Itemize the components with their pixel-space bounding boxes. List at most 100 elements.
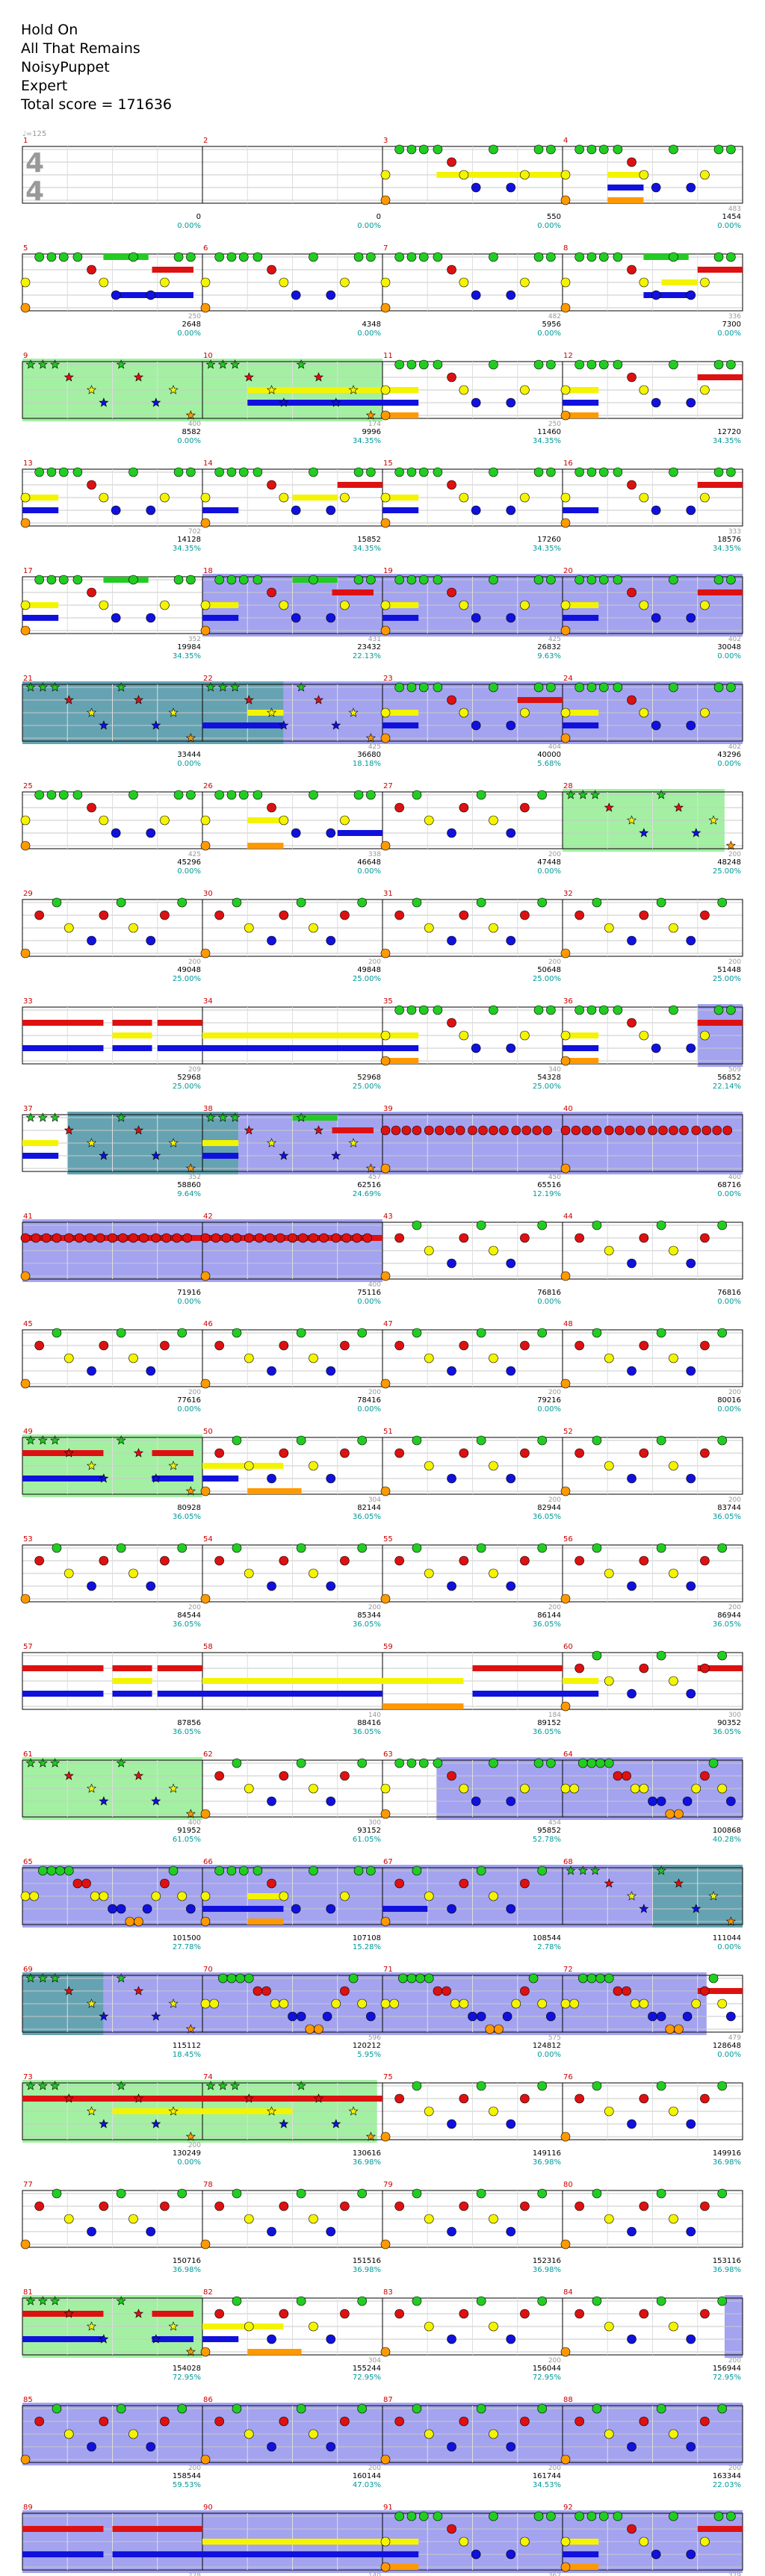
sustain-red (332, 589, 374, 595)
note-green (669, 144, 678, 155)
note-red (244, 1233, 254, 1243)
note-green (173, 467, 184, 477)
measure-score: 62516 (357, 1181, 381, 1189)
note-red (700, 910, 710, 920)
note-green (253, 467, 263, 477)
note-green (592, 897, 602, 908)
measure-percent: 59.53% (173, 2481, 201, 2489)
note-orange (380, 303, 391, 313)
measure-percent: 36.05% (173, 1620, 201, 1629)
note-orange (380, 1486, 391, 1496)
note-green (537, 1435, 548, 1446)
note-blue (87, 1366, 96, 1376)
measure-percent: 0.00% (177, 2158, 201, 2167)
note-green (546, 1758, 556, 1768)
note-red (340, 2201, 350, 2211)
note-green (418, 1005, 429, 1015)
note-yellow (424, 1353, 434, 1363)
measure-number: 12 (563, 352, 573, 360)
note-green (296, 1758, 306, 1768)
note-green (52, 1543, 62, 1553)
note-green (546, 1005, 556, 1015)
note-green (656, 2296, 666, 2306)
measure-percent: 34.53% (533, 2481, 561, 2489)
star-note (25, 359, 36, 369)
note-red (340, 1555, 350, 1566)
note-blue (471, 397, 481, 408)
star-note (365, 2131, 376, 2141)
star-note (313, 695, 323, 705)
note-red (574, 2201, 584, 2211)
note-green (717, 897, 728, 908)
note-red (279, 2201, 289, 2211)
note-red (267, 587, 276, 598)
sustain-red (152, 1450, 193, 1456)
sustain-red (697, 2526, 743, 2532)
note-blue (627, 935, 637, 946)
note-blue (506, 2226, 516, 2237)
star-note (50, 1112, 61, 1122)
measure-percent: 25.00% (533, 1083, 561, 1091)
note-orange (560, 410, 571, 421)
note-yellow (380, 1030, 391, 1041)
sustain-orange (382, 412, 419, 418)
note-green (244, 1973, 254, 1984)
note-green (217, 1973, 228, 1984)
measure-percent: 0.00% (177, 867, 201, 876)
measure-percent: 0.00% (357, 329, 381, 338)
measure-note-count: 450 (548, 1174, 561, 1181)
note-green (592, 1543, 602, 1553)
star-note (87, 1461, 96, 1470)
note-green (669, 252, 678, 262)
song-title: Hold On (21, 22, 78, 38)
note-green (533, 2511, 544, 2521)
note-yellow (489, 1891, 498, 1901)
note-red (447, 695, 456, 705)
note-yellow (639, 277, 649, 288)
star-note (205, 682, 216, 692)
star-note (87, 1783, 96, 1793)
measure-score: 100868 (713, 1827, 741, 1835)
note-green (598, 252, 609, 262)
note-blue (267, 2226, 276, 2237)
note-yellow (128, 1353, 138, 1363)
measure-note-count: 352 (188, 1174, 201, 1181)
note-red (468, 1125, 477, 1136)
note-green (537, 2296, 548, 2306)
note-red (459, 802, 469, 813)
note-green (537, 1866, 548, 1876)
note-red (520, 910, 530, 920)
note-green (46, 790, 57, 800)
note-yellow (569, 1998, 579, 2009)
sustain-red (202, 2096, 382, 2102)
note-blue (627, 2442, 637, 2452)
measure-score: 14128 (177, 536, 201, 544)
star-note (185, 410, 196, 420)
measure-number: 5 (23, 244, 28, 253)
sustain-blue (202, 1691, 382, 1697)
note-yellow (279, 492, 289, 503)
note-green (574, 1005, 584, 1015)
note-green (717, 2081, 728, 2091)
star-note (217, 2081, 228, 2090)
note-orange (305, 2024, 315, 2034)
measure-note-count: 200 (728, 959, 741, 966)
note-red (394, 2416, 404, 2427)
note-orange (380, 2347, 391, 2357)
note-yellow (520, 277, 530, 288)
note-red (712, 1125, 722, 1136)
note-yellow (700, 385, 710, 395)
note-blue (326, 828, 336, 838)
note-orange (560, 2454, 571, 2465)
note-blue (506, 505, 516, 515)
measure-score: 58860 (177, 1181, 201, 1189)
measure-percent: 0.00% (357, 867, 381, 876)
note-orange (20, 2239, 31, 2250)
sustain-orange (247, 1919, 284, 1925)
measure-number: 31 (383, 890, 393, 898)
note-yellow (128, 2429, 138, 2439)
note-red (331, 1233, 341, 1243)
note-green (406, 1973, 417, 1984)
note-yellow (309, 1461, 318, 1471)
measure-score: 91952 (177, 1827, 201, 1835)
